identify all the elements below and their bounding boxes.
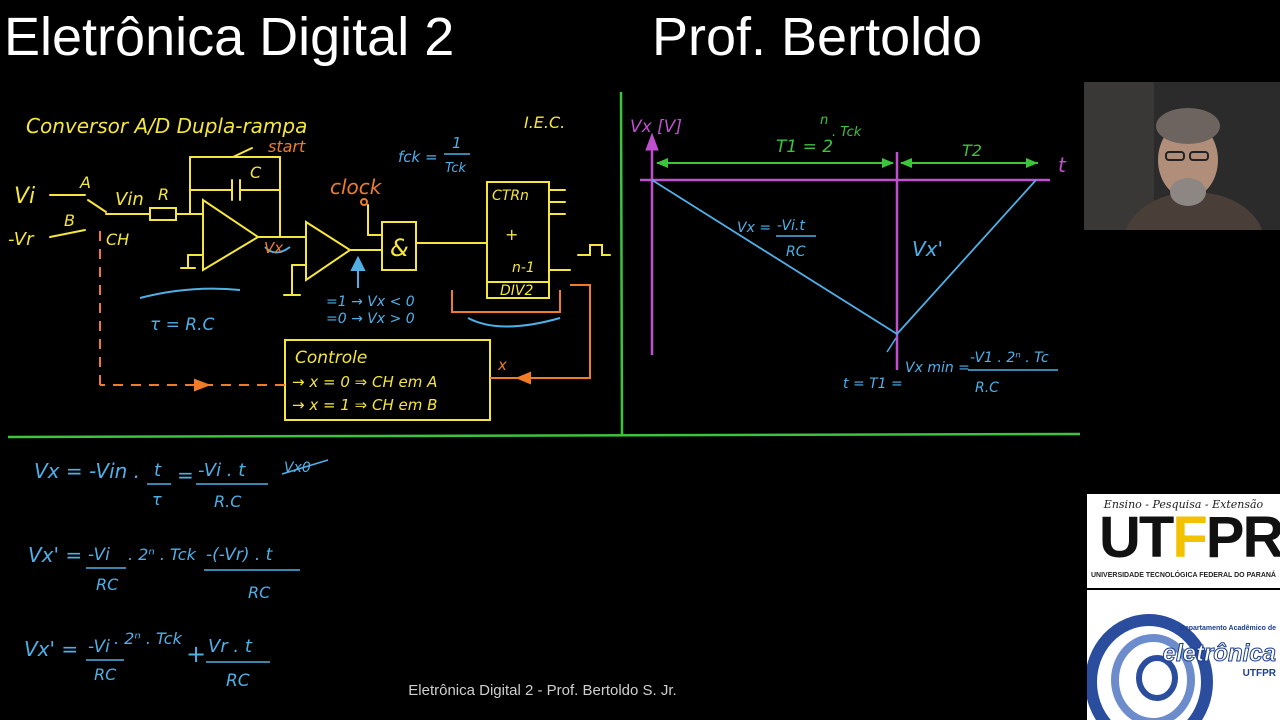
eq1-frac2-den: R.C xyxy=(214,492,242,511)
eq2-frac1-den: RC xyxy=(96,575,119,594)
graph-t-label: t xyxy=(1058,153,1067,177)
capacitor-label: C xyxy=(250,163,262,182)
dept-utfpr: UTFPR xyxy=(1242,668,1276,679)
circuit-blue-marks xyxy=(139,246,561,328)
vxmin-num: -V1 . 2ⁿ . Tc xyxy=(970,350,1049,366)
comparator-note-2: =0 → Vx > 0 xyxy=(326,311,415,327)
control-x-label: x xyxy=(497,356,507,374)
eq1-struck: Vx0 xyxy=(284,460,311,476)
eq3-frac2-den: RC xyxy=(226,671,250,691)
eq2-frac2-den: RC xyxy=(248,583,271,602)
utfpr-tagline: Ensino - Pesquisa - Extensão xyxy=(1103,498,1264,511)
and-gate-symbol: & xyxy=(390,234,409,262)
slide-title: Eletrônica Digital 2 xyxy=(4,7,455,67)
eq2-mid: . 2ⁿ . Tck xyxy=(128,545,197,564)
divider-vertical xyxy=(619,91,624,437)
eq3-mid: . 2ⁿ . Tck xyxy=(114,629,183,648)
circuit-diagram xyxy=(49,147,611,421)
circuit-orange-wires xyxy=(99,198,591,392)
eq3-frac2-num: Vr . t xyxy=(208,636,253,657)
comparator-note-1: =1 → Vx < 0 xyxy=(326,294,415,310)
eq2-lhs: Vx' = xyxy=(28,543,82,567)
eq3-frac1-num: -Vi xyxy=(88,637,110,657)
eq1-mid: = xyxy=(177,463,194,487)
eq3-plus: + xyxy=(186,640,206,668)
fck-num: 1 xyxy=(452,134,462,152)
graph-t2-label: T2 xyxy=(962,141,982,160)
fck-lhs: fck = xyxy=(398,148,438,166)
presenter-video xyxy=(1084,82,1280,230)
slope-lhs: Vx = xyxy=(737,220,771,236)
graph-y-label: Vx [V] xyxy=(630,117,682,137)
vx-prime-label: Vx' xyxy=(912,237,943,261)
eq1-frac1-num: t xyxy=(154,460,162,481)
utfpr-logo: Ensino - Pesquisa - Extensão UTFPR UNIVE… xyxy=(1087,494,1280,588)
eq1-lhs: Vx = -Vin . xyxy=(34,459,140,483)
eq3-frac1-den: RC xyxy=(94,665,117,684)
switch-ch-label: CH xyxy=(106,230,129,249)
dept-name: eletrônica xyxy=(1162,640,1276,668)
graph-t1-tail: . Tck xyxy=(832,125,862,140)
eq1-frac1-den: τ xyxy=(152,490,162,509)
graph-t1-exp: n xyxy=(820,113,828,128)
counter-div2-label: DIV2 xyxy=(500,283,533,299)
tau-label: τ = R.C xyxy=(150,315,215,335)
utfpr-name: UNIVERSIDADE TECNOLÓGICA FEDERAL DO PARA… xyxy=(1091,572,1276,579)
dept-label: Departamento Acadêmico de xyxy=(1179,625,1276,632)
eq1-frac2-num: -Vi . t xyxy=(198,460,246,481)
vxmin-lhs: Vx min = xyxy=(905,360,970,376)
iec-note: I.E.C. xyxy=(524,113,565,132)
slide-author: Prof. Bertoldo xyxy=(652,7,983,67)
clock-label: clock xyxy=(330,175,383,199)
switch-b-label: B xyxy=(64,211,75,230)
switch-a-label: A xyxy=(79,173,91,192)
input-vi-label: Vi xyxy=(14,184,35,209)
eq1-strike xyxy=(281,459,329,475)
utfpr-mark: UTFPR xyxy=(1099,505,1280,570)
t-equals-t1: t = T1 = xyxy=(843,376,903,392)
counter-msb-label: n-1 xyxy=(512,260,535,276)
eq3-lhs: Vx' = xyxy=(24,637,78,661)
start-label: start xyxy=(268,137,306,156)
slope-den: RC xyxy=(786,244,806,260)
webcam-feed xyxy=(1084,82,1280,230)
eletronica-dept-logo: Departamento Acadêmico de eletrônica UTF… xyxy=(1087,590,1280,720)
slope-num: -Vi.t xyxy=(777,218,805,234)
resistor-label: R xyxy=(158,185,169,204)
graph-t1-label: T1 = 2 xyxy=(776,137,833,157)
vin-label: Vin xyxy=(115,189,144,210)
control-title: Controle xyxy=(295,348,367,368)
eq2-frac2-num: -(-Vr) . t xyxy=(206,545,274,565)
counter-plus: + xyxy=(505,225,518,244)
control-line-2: → x = 1 ⇒ CH em B xyxy=(292,396,437,414)
ramp-graph xyxy=(640,132,1050,370)
swirl-icon xyxy=(1087,614,1213,720)
eq2-frac1-num: -Vi xyxy=(88,545,110,565)
input-vr-label: -Vr xyxy=(8,229,35,250)
circuit-heading: Conversor A/D Dupla-rampa xyxy=(26,114,307,138)
vxmin-den: R.C xyxy=(975,380,999,396)
footer-caption: Eletrônica Digital 2 - Prof. Bertoldo S.… xyxy=(408,682,677,699)
divider-horizontal xyxy=(7,432,1081,439)
vx-node-label: Vx xyxy=(264,239,283,257)
fck-den: Tck xyxy=(445,161,466,176)
counter-label: CTRn xyxy=(492,188,529,204)
control-line-1: → x = 0 ⇒ CH em A xyxy=(292,373,437,391)
